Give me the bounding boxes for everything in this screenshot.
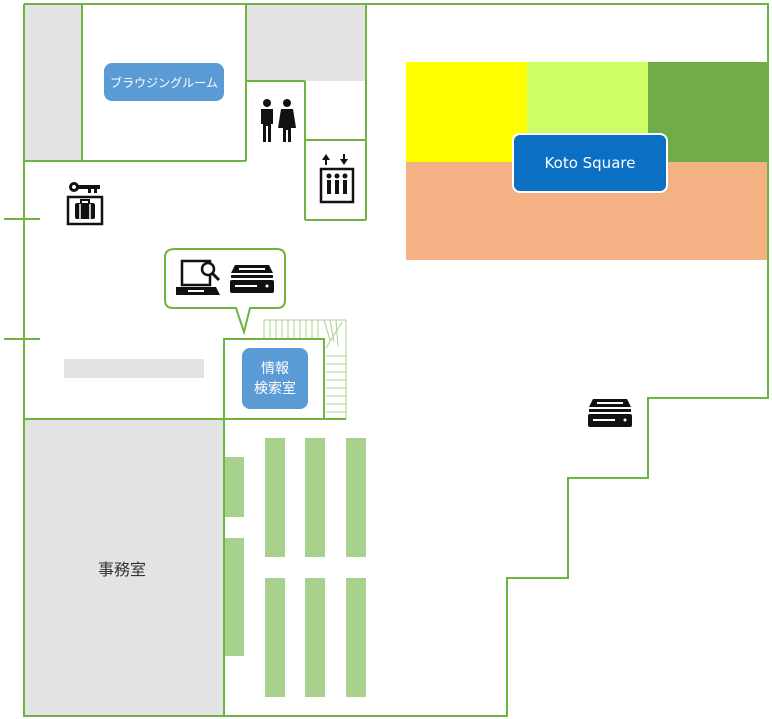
- staircase: [263, 319, 347, 419]
- browsing-room-label[interactable]: ブラウジングルーム: [104, 63, 224, 101]
- bookshelves: [224, 438, 366, 697]
- info-search-room-label[interactable]: 情報 検索室: [242, 348, 308, 409]
- bookshelf: [265, 578, 285, 697]
- office-label: 事務室: [98, 560, 147, 579]
- scanner-icon: [588, 399, 632, 427]
- scanner-icon: [230, 265, 274, 293]
- walls: [4, 3, 769, 717]
- koto-square-label[interactable]: Koto Square: [512, 133, 668, 193]
- elevator-icon: [319, 154, 355, 204]
- pc-search-icon: [176, 259, 221, 295]
- storage-room-top-left: [24, 4, 82, 161]
- coin-locker-icon: [66, 182, 104, 226]
- bookshelf: [305, 578, 325, 697]
- bookshelf: [346, 438, 366, 557]
- bookshelf: [346, 578, 366, 697]
- counter: [64, 359, 204, 378]
- restroom-icon: [261, 99, 296, 142]
- koto-square-green-zone: [648, 62, 768, 162]
- info-search-room-label-line2: 検索室: [254, 380, 296, 397]
- bookshelf: [224, 538, 244, 656]
- bookshelf: [265, 438, 285, 557]
- info-search-room-label-line1: 情報: [261, 360, 289, 377]
- office-room: [24, 419, 224, 716]
- koto-square-yellow-zone: [406, 62, 527, 162]
- storage-room-top-center: [246, 4, 365, 81]
- bookshelf: [224, 457, 244, 517]
- bookshelf: [305, 438, 325, 557]
